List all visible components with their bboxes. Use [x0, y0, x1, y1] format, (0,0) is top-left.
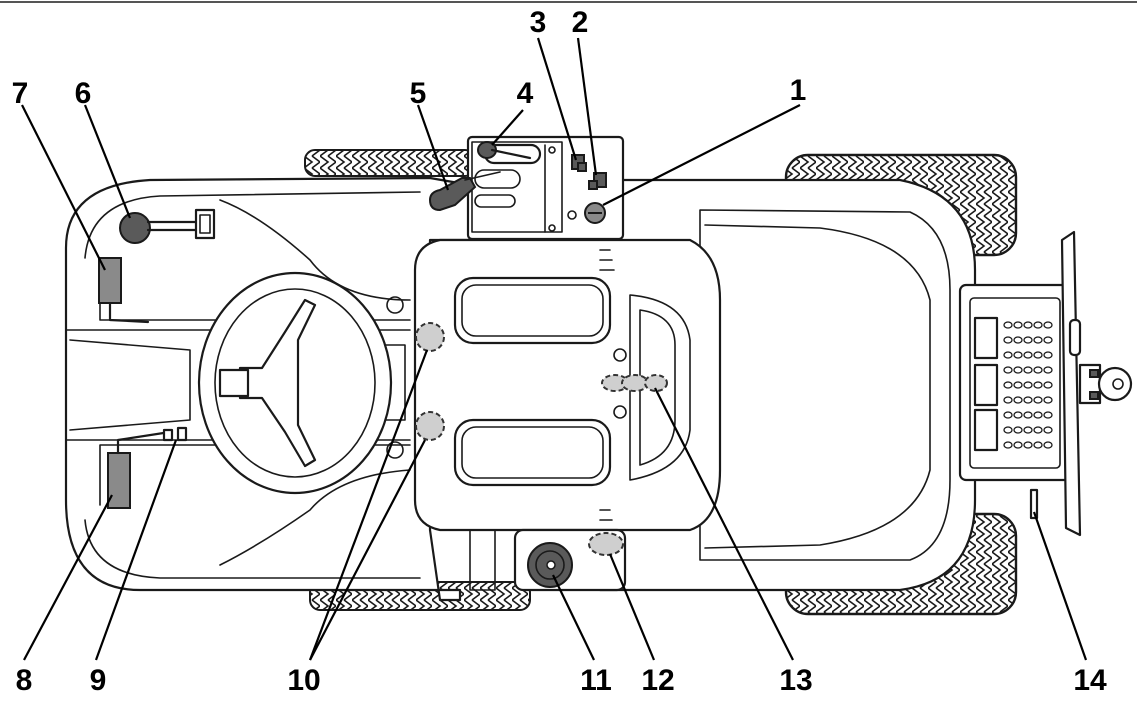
callout-7: 7	[12, 77, 29, 110]
callout-12: 12	[641, 664, 674, 697]
callout-1: 1	[790, 74, 807, 107]
leader-1	[602, 104, 801, 206]
callout-11: 11	[580, 664, 612, 697]
leader-lines	[21, 37, 1088, 661]
parking-brake	[119, 208, 216, 244]
leader-4	[491, 109, 524, 146]
tow-hook	[1078, 363, 1133, 405]
cutting-height-lever	[428, 169, 521, 212]
callout-2: 2	[572, 6, 589, 39]
callout-9: 9	[90, 664, 107, 697]
callout-3: 3	[530, 6, 547, 39]
leader-9	[94, 439, 178, 661]
seat-switch-rear	[415, 411, 445, 441]
marker-13c	[644, 374, 668, 392]
ignition-switch	[584, 202, 606, 224]
leader-14	[1032, 511, 1088, 661]
headlight-switch	[588, 172, 607, 190]
leader-2	[576, 37, 598, 176]
callout-5: 5	[410, 77, 427, 110]
lever-9	[162, 426, 188, 442]
seat	[413, 238, 722, 532]
callout-numbers: 1 2 3 4 5 6 7 8 9 10 11 12 13 14	[12, 6, 1107, 697]
throttle-lever	[477, 141, 542, 165]
callout-14: 14	[1073, 664, 1107, 697]
callout-13: 13	[779, 664, 812, 697]
steering-wheel	[197, 271, 393, 495]
leader-10b	[309, 439, 426, 661]
leader-3	[536, 37, 578, 161]
mowing-switch	[571, 154, 587, 172]
dashed-markers	[415, 322, 668, 556]
callout-8: 8	[16, 664, 33, 697]
marker-12	[588, 532, 624, 556]
leader-11	[552, 574, 595, 661]
leader-6	[83, 104, 132, 219]
callout-10: 10	[287, 664, 320, 697]
leader-8	[23, 494, 113, 661]
leader-13	[654, 387, 794, 661]
callout-4: 4	[517, 77, 534, 110]
marker-13b	[621, 374, 649, 392]
lever-8	[107, 430, 172, 509]
leader-12	[608, 553, 656, 661]
seat-switch-front	[415, 322, 445, 352]
leader-10a	[308, 349, 429, 661]
item-14-latch	[1029, 488, 1039, 520]
leader-7	[21, 104, 106, 271]
front-grille	[958, 230, 1133, 537]
callout-6: 6	[75, 77, 92, 110]
leader-5	[416, 104, 450, 191]
